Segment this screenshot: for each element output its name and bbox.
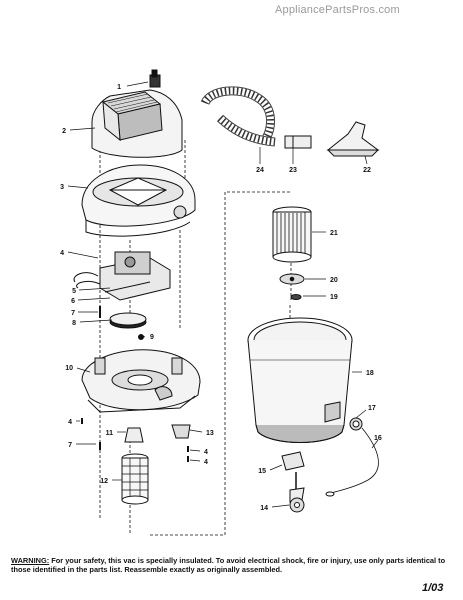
- callout-part-4: 4: [60, 250, 64, 257]
- callout-part-14: 14: [260, 505, 268, 512]
- callout-part-15: 15: [258, 468, 266, 475]
- callout-part-10: 10: [65, 365, 73, 372]
- callout-part-7: 7: [71, 310, 75, 317]
- callout-part-18: 18: [366, 370, 374, 377]
- impeller-part: [99, 306, 147, 340]
- callout-part-4-lower: 4: [68, 419, 72, 426]
- callout-part-6: 6: [71, 298, 75, 305]
- switch-part: [149, 69, 161, 88]
- callout-part-24: 24: [256, 167, 264, 174]
- drain-cap-part: [349, 417, 363, 431]
- watermark: AppliancePartsPros.com: [275, 4, 400, 16]
- callout-part-4-right-a: 4: [204, 449, 208, 456]
- float-cage-part: [121, 453, 149, 505]
- callout-part-13: 13: [206, 430, 214, 437]
- callout-part-1: 1: [117, 84, 121, 91]
- warning-heading: WARNING:: [11, 556, 50, 565]
- hose-part: [200, 86, 276, 147]
- callout-part-5: 5: [72, 288, 76, 295]
- hose-adapter-part: [284, 135, 312, 149]
- callout-part-9: 9: [150, 334, 154, 341]
- callout-part-17: 17: [368, 405, 376, 412]
- revision-date: 1/03: [422, 582, 444, 594]
- callout-part-7-lower: 7: [68, 442, 72, 449]
- filter-cap-part: [279, 273, 305, 300]
- callout-part-3: 3: [60, 184, 64, 191]
- motor-cover-part: [91, 89, 183, 158]
- callout-part-22: 22: [363, 167, 371, 174]
- callout-part-21: 21: [330, 230, 338, 237]
- float-cage-parts: [81, 418, 191, 462]
- callout-leaders: [67, 81, 379, 508]
- callout-part-8: 8: [72, 320, 76, 327]
- filter-part: [272, 206, 312, 263]
- callout-part-16: 16: [374, 435, 382, 442]
- callout-part-4-right-b: 4: [204, 459, 208, 466]
- callout-part-2: 2: [62, 128, 66, 135]
- tether-part: [325, 427, 379, 497]
- motor-part: [73, 251, 171, 301]
- motor-housing-part: [81, 164, 196, 237]
- callout-numbers: 1 2 3 4 5 6 7 8 9 10 4 11 7 13 4 4 12 24…: [60, 84, 382, 512]
- nozzle-part: [326, 121, 380, 157]
- drum-part: [247, 317, 353, 443]
- warning-text: For your safety, this vac is specially i…: [11, 556, 446, 574]
- callout-part-20: 20: [330, 277, 338, 284]
- caster-part: [289, 472, 305, 513]
- lid-part: [81, 349, 201, 413]
- safety-warning: WARNING: For your safety, this vac is sp…: [11, 556, 451, 574]
- callout-part-11: 11: [106, 430, 114, 437]
- callout-part-23: 23: [289, 167, 297, 174]
- callout-part-12: 12: [100, 478, 108, 485]
- callout-part-19: 19: [330, 294, 338, 301]
- caster-socket-part: [281, 451, 305, 471]
